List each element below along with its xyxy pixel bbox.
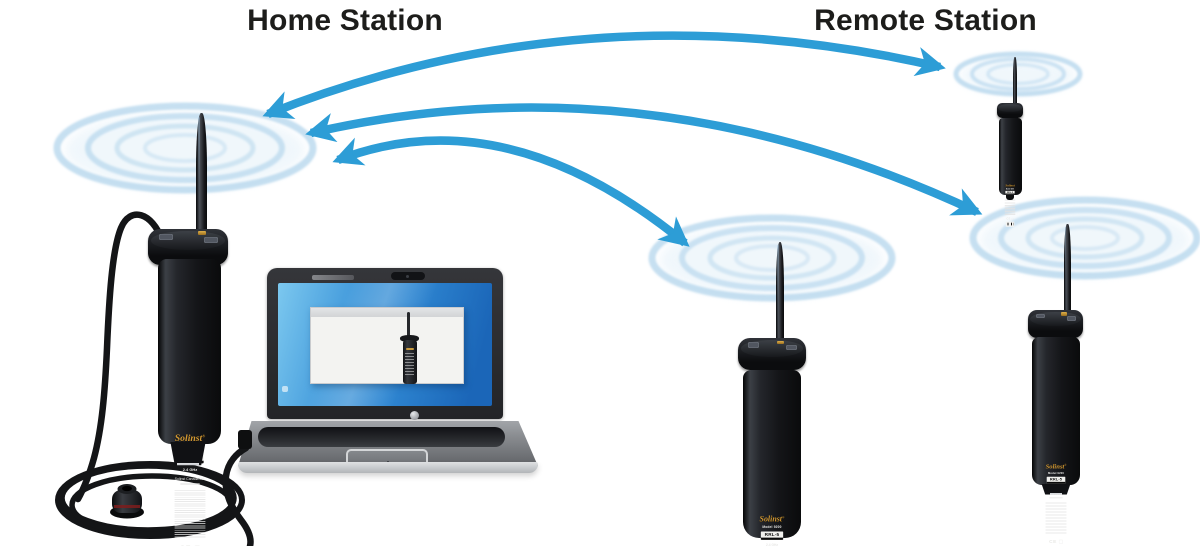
laptop-base [238,421,538,467]
antenna-connector [198,231,207,236]
device-body: Solinst® Model 9200 RRL-5 2.4 GHz Solins… [743,370,801,546]
window-device-image-antenna [407,312,410,337]
remote-radio-unit-middle: Solinst® Model 9200 RRL-5 2.4 GHz Solins… [738,242,806,546]
frequency-text: 2.4 GHz [182,467,197,472]
device-cap [997,103,1023,118]
laptop-base-edge [238,462,538,473]
device-label: Solinst® Model 9200 RRL-5 2.4 GHz Solins… [759,514,785,546]
laptop-keyboard [258,427,505,447]
radio-link-arrow-home-remote-middle [332,136,690,247]
antenna-icon [1013,57,1017,105]
brand-logo: Solinst® [174,432,205,444]
radio-link-arrow-home-remote-top [262,31,946,120]
well-cap-probe [110,484,144,519]
device-foot [170,442,206,466]
remote-top-signal-ripples-icon [953,51,1083,97]
fine-print [174,490,205,538]
home-signal-ripples-icon [53,102,317,194]
laptop-display [278,283,492,406]
remote-radio-unit-top: Solinst Model 9200 RRL-5 2.4 GHz CE [997,57,1023,227]
window-device-image-cap [400,335,419,342]
antenna-icon [196,113,207,235]
remote-right-signal-ripples-icon [969,196,1200,280]
remote-middle-signal-ripples-icon [648,214,896,302]
device-body: Solinst® Model 9200 RRL-5 2.4 GHz Solins… [158,259,221,546]
remote-radio-unit-right: Solinst® Model 9200 RRL-5 2.4 GHz Solins… [1028,224,1083,544]
device-label: Solinst Model 9200 RRL-5 2.4 GHz CE [1003,184,1018,227]
laptop-screen [267,268,503,420]
device-cap [1028,310,1083,338]
usb-cable [222,444,254,546]
cap-port [159,234,173,240]
screen-button [410,411,419,420]
device-body: Solinst Model 9200 RRL-5 2.4 GHz CE [998,118,1022,227]
manufacturer-text: Solinst Canada Ltd. [174,477,205,482]
device-body: Solinst® Model 9200 RRL-5 2.4 GHz Solins… [1032,337,1080,544]
device-cap [738,338,806,370]
radio-link-arrow-home-remote-right [305,103,983,216]
cap-port [204,236,218,243]
home-station-title: Home Station [247,4,443,37]
usb-plug [238,430,252,449]
laptop-brand-mark [312,275,354,280]
home-laptop [238,266,538,481]
antenna-icon [776,242,784,342]
device-label: Solinst® Model 9200 RRL-5 2.4 GHz Solins… [1045,462,1067,545]
laptop-webcam-icon [391,272,425,280]
window-titlebar [311,308,463,317]
metal-connector [1050,493,1062,495]
metal-connector [177,462,199,466]
remote-station-title: Remote Station [814,4,1037,37]
home-radio-unit: Solinst® Model 9200 RRL-5 2.4 GHz Solins… [148,113,228,546]
device-foot [1041,484,1071,495]
window-device-image-body [402,340,417,384]
software-window [310,307,464,384]
antenna-icon [1064,224,1071,314]
device-foot [1006,195,1014,200]
